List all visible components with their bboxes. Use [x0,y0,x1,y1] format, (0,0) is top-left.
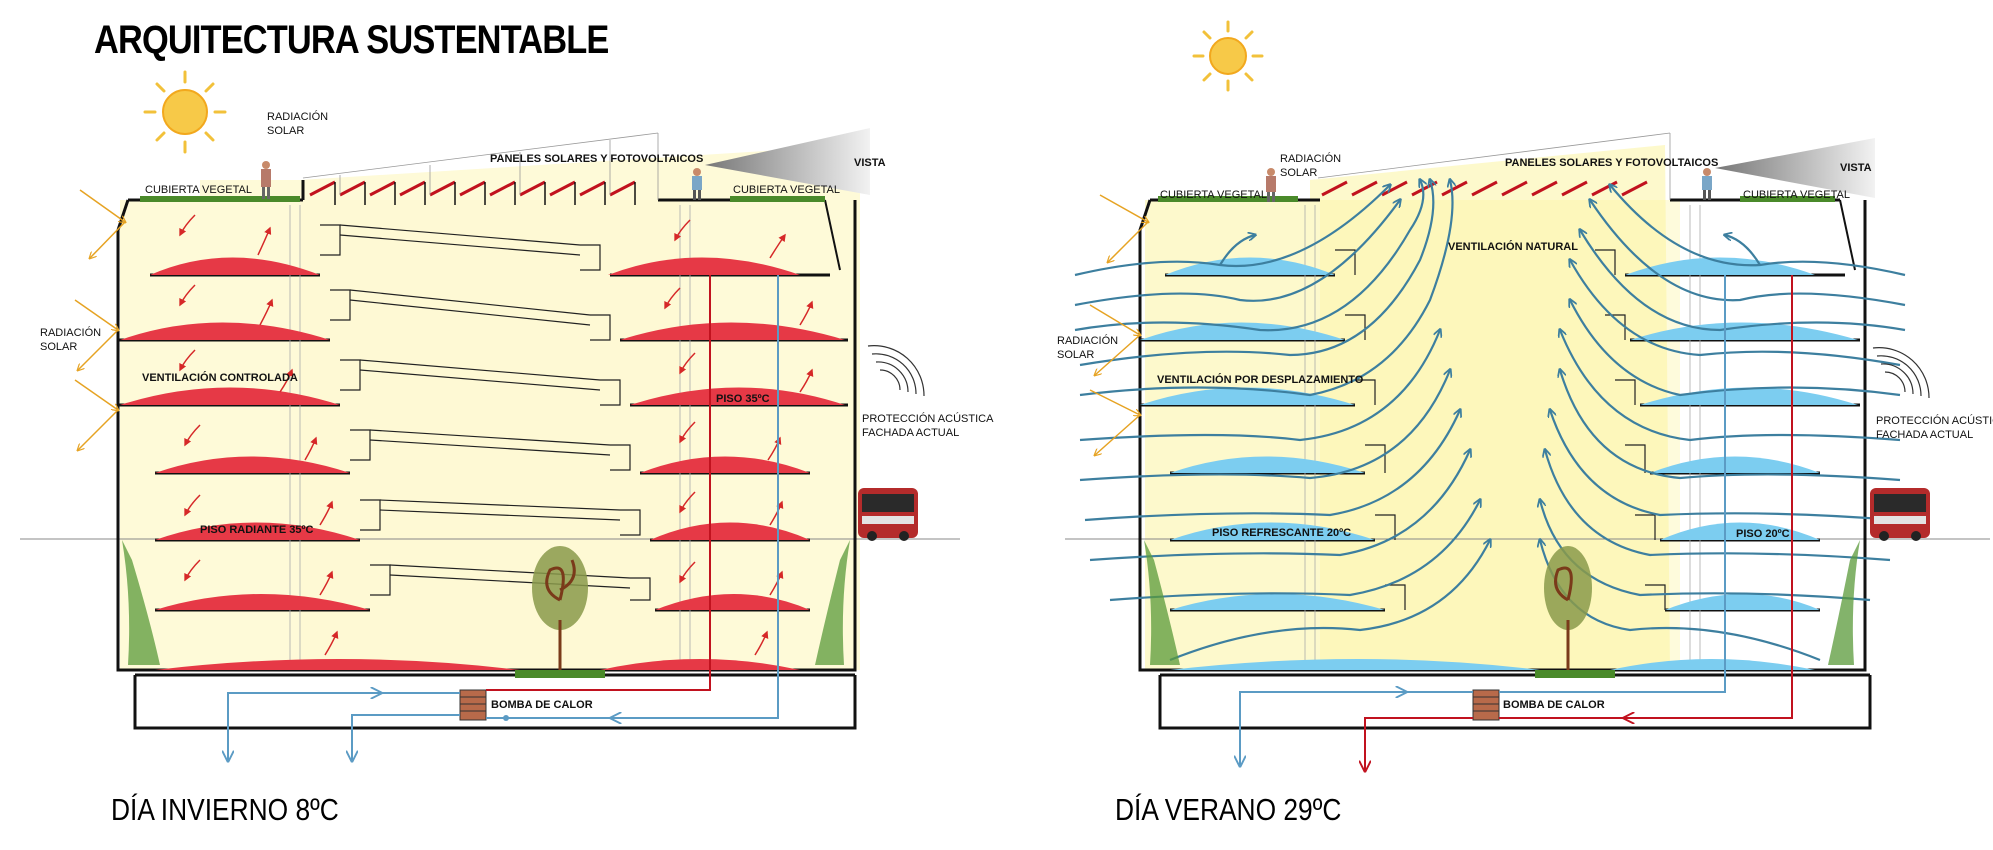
label-cubierta-left: CUBIERTA VEGETAL [1160,189,1267,201]
label-solar-side: SOLAR [40,341,77,353]
solar-rays [1089,194,1148,455]
label-ventilacion-natural: VENTILACIÓN NATURAL [1448,240,1578,253]
label-ventilacion: VENTILACIÓN POR DESPLAZAMIENTO [1157,373,1364,386]
label-radiacion-top: RADIACIÓN [267,110,328,123]
label-cubierta-right: CUBIERTA VEGETAL [1743,189,1850,201]
label-proteccion: PROTECCIÓN ACÚSTICA [1876,414,1993,427]
label-vista: VISTA [854,157,886,169]
label-radiacion-side: RADIACIÓN [1057,334,1118,347]
page-title: ARQUITECTURA SUSTENTABLE [94,18,609,62]
label-fachada: FACHADA ACTUAL [862,427,959,439]
label-cubierta-left: CUBIERTA VEGETAL [145,184,252,196]
label-piso-left: PISO REFRESCANTE 20ºC [1212,527,1351,539]
person-icon [261,161,271,199]
winter-caption: DÍA INVIERNO 8ºC [111,792,339,827]
label-bomba: BOMBA DE CALOR [491,699,593,711]
ventilation-flows [1074,180,1906,662]
solar-panels [301,132,659,205]
green-roof-right [1740,196,1835,202]
sun-icon [143,70,227,154]
tree-icon [532,546,588,670]
green-roof-right [730,196,825,202]
bus-icon [858,488,918,541]
label-piso-right: PISO 20ºC [1736,528,1790,540]
label-solar-top: SOLAR [1280,167,1317,179]
sight-cone-icon [705,128,870,195]
heat-pump-icon [1472,689,1500,721]
sound-wave-icon [867,345,925,397]
label-paneles: PANELES SOLARES Y FOTOVOLTAICOS [490,153,703,165]
label-bomba: BOMBA DE CALOR [1503,699,1605,711]
label-piso-left: PISO RADIANTE 35ºC [200,524,313,536]
cooled-floor-pools [1140,257,1858,670]
label-piso-right: PISO 35ºC [716,393,770,405]
person-icon [1702,168,1712,200]
sound-wave-icon [1872,347,1930,399]
label-ventilacion: VENTILACIÓN CONTROLADA [142,371,298,384]
green-roof-left [140,196,300,202]
sight-cone-icon [1715,138,1875,198]
solar-rays [74,189,125,450]
summer-panel: RADIACIÓN SOLAR PANELES SOLARES Y FOTOVO… [1057,20,1993,770]
bus-icon [1870,488,1930,541]
label-radiacion-top: RADIACIÓN [1280,152,1341,165]
heat-arrows [179,214,814,656]
label-proteccion: PROTECCIÓN ACÚSTICA [862,412,994,425]
label-paneles: PANELES SOLARES Y FOTOVOLTAICOS [1505,157,1718,169]
sun-icon [1192,20,1264,92]
label-solar-top: SOLAR [267,125,304,137]
green-roof-left [1158,196,1298,202]
heat-pump-icon [459,689,487,721]
winter-panel: RADIACIÓN SOLAR PANELES SOLARES Y FOTOVO… [20,70,994,760]
summer-caption: DÍA VERANO 29ºC [1115,792,1342,827]
label-fachada: FACHADA ACTUAL [1876,429,1973,441]
label-vista: VISTA [1840,162,1872,174]
person-icon [692,168,702,200]
label-radiacion-side: RADIACIÓN [40,326,101,339]
label-solar-side: SOLAR [1057,349,1094,361]
tree-icon [1544,546,1592,670]
heated-floor-pools [120,257,845,670]
person-icon [1266,168,1276,202]
label-cubierta-right: CUBIERTA VEGETAL [733,184,840,196]
